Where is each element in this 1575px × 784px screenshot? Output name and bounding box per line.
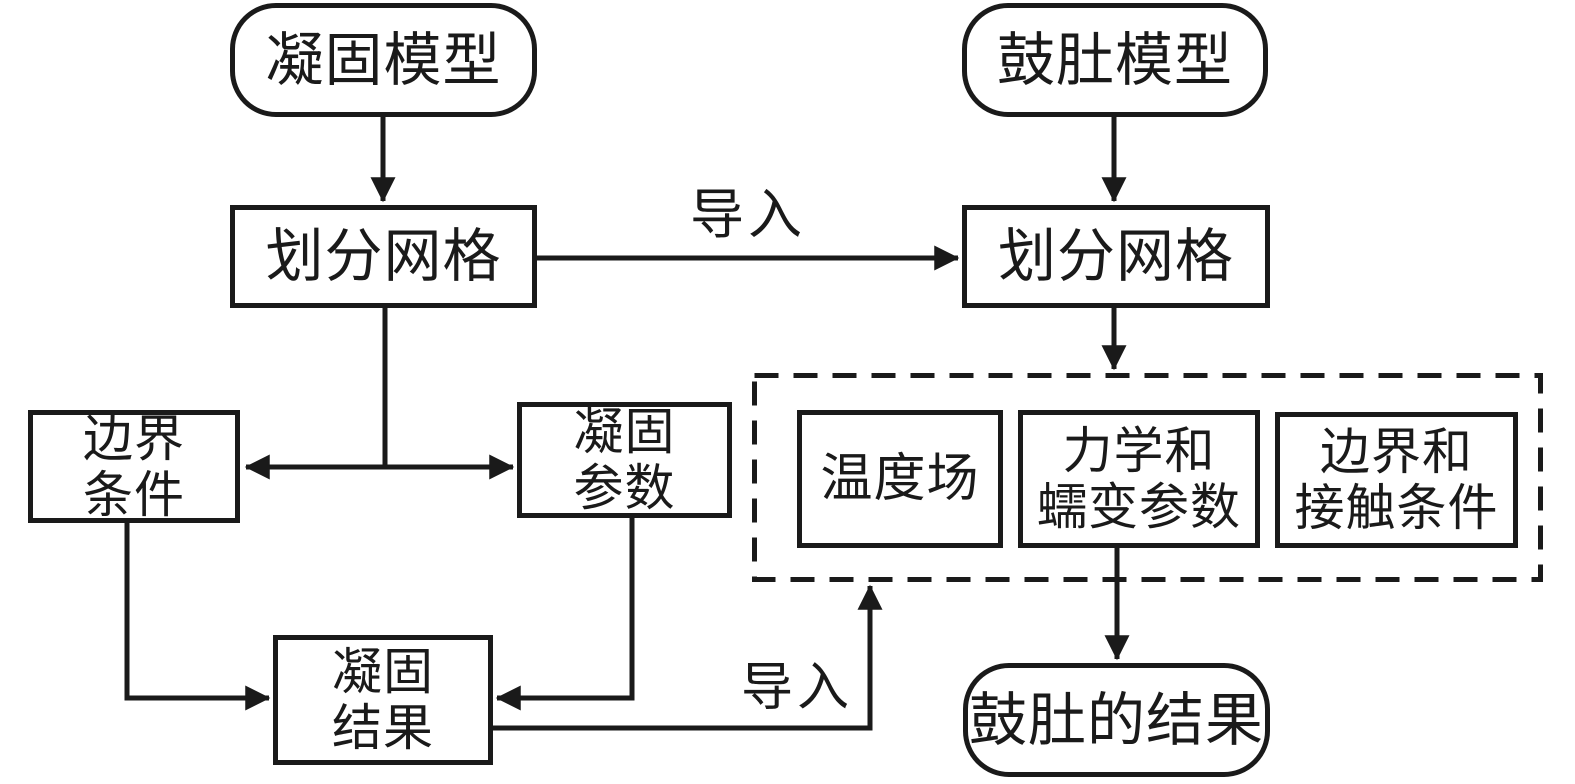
- solidification-params-label: 凝固 参数: [573, 403, 676, 517]
- node-solidification-result: 凝固 结果: [273, 635, 493, 765]
- mechanics-creep-params-label: 力学和 蠕变参数: [1037, 422, 1241, 536]
- mesh-left-label: 划分网格: [265, 222, 502, 291]
- bulging-model-label: 鼓肚模型: [996, 25, 1233, 94]
- import-label-bottom: 导入: [740, 658, 853, 718]
- node-solidification-model: 凝固模型: [230, 3, 537, 117]
- boundary-contact-conditions-label: 边界和 接触条件: [1294, 423, 1499, 537]
- node-boundary-conditions: 边界 条件: [28, 410, 240, 523]
- node-solidification-params: 凝固 参数: [517, 402, 732, 518]
- import-label-top: 导入: [690, 183, 806, 246]
- solidification-result-label: 凝固 结果: [332, 643, 434, 757]
- solidification-model-label: 凝固模型: [265, 25, 502, 94]
- node-boundary-contact-conditions: 边界和 接触条件: [1275, 412, 1518, 548]
- mesh-right-label: 划分网格: [997, 222, 1234, 291]
- bulging-result-label: 鼓肚的结果: [968, 685, 1264, 754]
- node-bulging-result: 鼓肚的结果: [963, 663, 1270, 777]
- boundary-conditions-label: 边界 条件: [83, 409, 185, 524]
- edge-params-to-result: [495, 518, 635, 711]
- node-mechanics-creep-params: 力学和 蠕变参数: [1018, 410, 1260, 548]
- node-temperature-field: 温度场: [797, 410, 1003, 548]
- edge-boundary-to-result: [124, 523, 271, 711]
- node-mesh-right: 划分网格: [962, 205, 1270, 308]
- node-bulging-model: 鼓肚模型: [962, 3, 1268, 117]
- temperature-field-label: 温度场: [820, 448, 980, 509]
- node-mesh-left: 划分网格: [230, 205, 537, 308]
